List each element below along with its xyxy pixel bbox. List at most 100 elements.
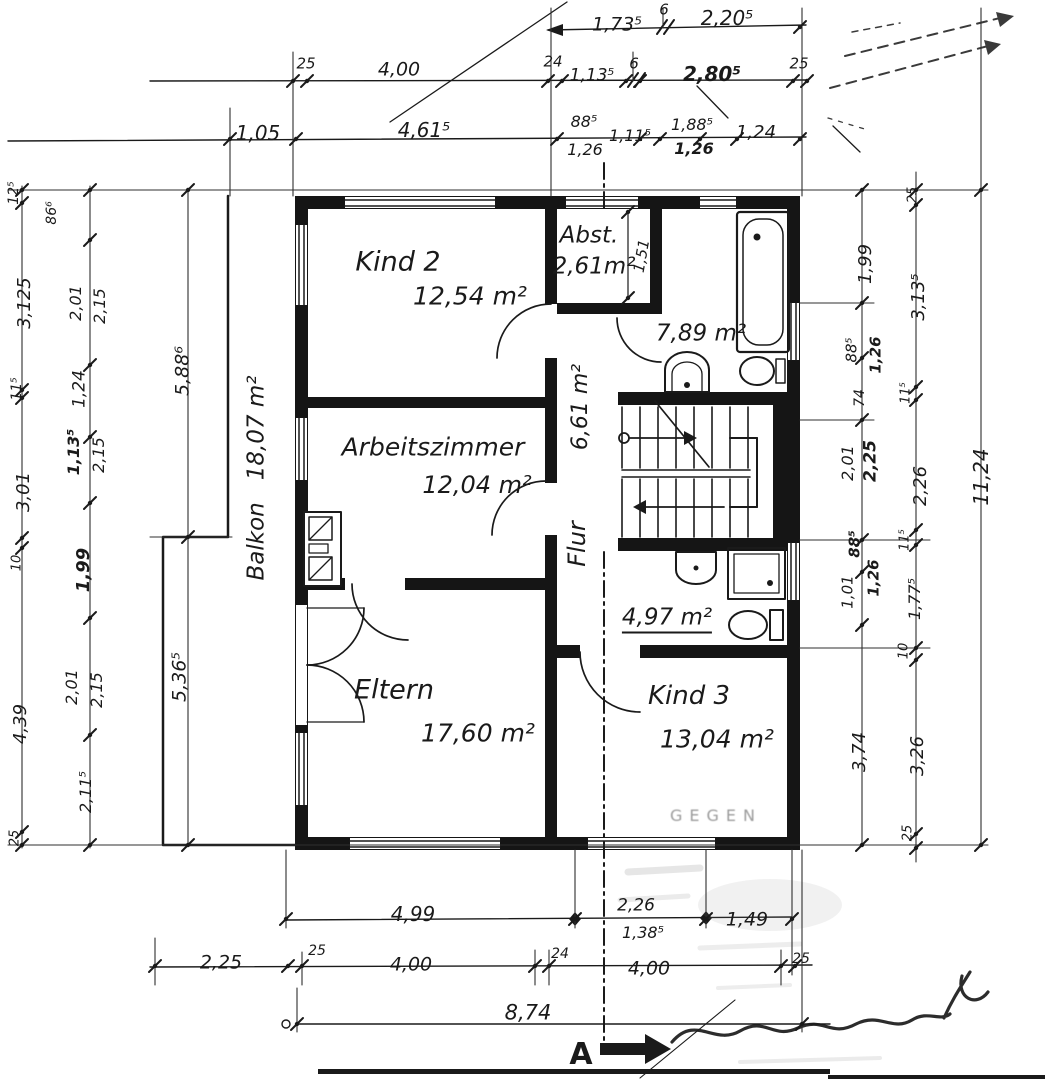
room-area-label: 4,97 m² [621, 606, 713, 634]
dimension-node [19, 545, 25, 551]
dimension-node [797, 136, 803, 142]
dimension-label: 2,15 [90, 288, 109, 324]
dimension-label: 2,01 [62, 669, 81, 705]
dimension-node [19, 187, 25, 193]
dimension-node [152, 963, 158, 969]
sink-wc [675, 551, 717, 585]
room-name-label: Arbeitszimmer [341, 432, 525, 462]
dimension-node [859, 355, 865, 361]
dimension-label: 6 [659, 0, 669, 19]
dimension-label: 10 [896, 642, 912, 660]
dimension-label: 24 [543, 52, 563, 71]
dimension-label: 11,24 [969, 448, 993, 506]
door-arcs [306, 303, 662, 723]
dimension-node [913, 527, 919, 533]
shower [727, 547, 786, 600]
dimension-label: 8,74 [504, 1000, 552, 1025]
dimension-node [572, 916, 578, 922]
dimension-label: 12⁵ [6, 181, 22, 205]
dimension-node [559, 78, 565, 84]
dimension-label: 25 [789, 54, 809, 73]
dimension-node [87, 362, 93, 368]
dimension-label: 88⁵ [570, 112, 598, 131]
dimension-node [19, 829, 25, 835]
dimension-label: 11⁵ [9, 377, 25, 401]
dimension-node [87, 187, 93, 193]
dimension-label: 74 [852, 389, 868, 407]
dimension-node [913, 397, 919, 403]
dimension-label: 1,13⁵ [64, 428, 83, 476]
dimension-label: 2,26 [910, 465, 931, 507]
dimension-node [87, 842, 93, 848]
dimension-node [285, 963, 291, 969]
dimension-node [637, 136, 643, 142]
dimension-node [789, 916, 795, 922]
dimension-label: 1,88⁵ [670, 115, 714, 134]
dimension-label: 2,01 [66, 285, 85, 321]
dimension-node [790, 78, 796, 84]
dimension-node [913, 202, 919, 208]
dimension-node [859, 537, 865, 543]
sketch-arrows [827, 12, 1014, 131]
dimension-label: 1,11⁵ [608, 126, 652, 145]
dimension-label: 25 [792, 951, 810, 967]
dimension-label: 1,99 [73, 547, 94, 593]
dimension-node [703, 916, 709, 922]
dimension-label: 11⁵ [897, 529, 913, 551]
dimension-node [797, 24, 803, 30]
dimension-label: 1,26 [864, 559, 883, 597]
dimension-label: 88⁵ [845, 530, 864, 558]
dimension-node [87, 615, 93, 621]
dimension-label: 25 [308, 943, 326, 959]
dimension-label: 3,26 [907, 735, 928, 777]
signature [670, 970, 990, 1044]
room-name-label: Kind 2 [355, 246, 441, 278]
dimension-label: 1,13⁵ [569, 65, 615, 86]
dimension-node [546, 963, 552, 969]
dimension-label: 5,88⁶ [171, 346, 194, 396]
dimension-label: 1,05 [235, 121, 281, 145]
section-arrow [600, 1034, 671, 1064]
dimension-label: 2,15 [89, 437, 108, 473]
dimension-node [87, 237, 93, 243]
dimension-label: 1,73⁵ [592, 13, 642, 36]
stamp-smudges [617, 864, 882, 1064]
dimension-label: 4,00 [627, 957, 671, 980]
dimension-node [294, 1021, 300, 1027]
dimension-label: 3,13⁵ [908, 273, 929, 321]
dimension-label: 4,61⁵ [397, 118, 451, 142]
room-area-label: 6,61 m² [568, 363, 593, 451]
dimension-node [290, 78, 296, 84]
toilet-wc [728, 609, 784, 641]
dimension-node [299, 963, 305, 969]
dimension-label: 1,99 [855, 243, 876, 285]
dimension-node [623, 78, 629, 84]
chimney [303, 511, 342, 587]
dimension-node [625, 295, 631, 301]
section-marker-label: A [569, 1037, 593, 1072]
dimension-label: 2,25 [199, 951, 243, 974]
room-name-label: Abst. [559, 222, 619, 249]
dimension-label: 2,26 [617, 895, 655, 916]
dimension-label: 4,00 [377, 58, 421, 81]
room-name-label: Eltern [354, 674, 434, 706]
dimension-node [554, 136, 560, 142]
room-area-label: 13,04 m² [660, 724, 774, 754]
dimension-node [778, 963, 784, 969]
room-name-label: Flur [563, 521, 591, 567]
dimension-node [859, 187, 865, 193]
dimension-node [792, 963, 798, 969]
dimension-node [799, 1021, 805, 1027]
dimension-node [227, 136, 233, 142]
dimension-label: 2,11⁵ [76, 770, 95, 814]
dimension-label: 2,15 [87, 672, 106, 708]
room-area-label: 12,54 m² [413, 281, 527, 311]
room-name-label: Kind 3 [647, 681, 731, 711]
dimension-label: 1,38⁵ [621, 923, 665, 942]
dimension-label: 1,77⁵ [905, 577, 924, 621]
dimension-node [913, 845, 919, 851]
dimension-node [913, 384, 919, 390]
dimension-label: 88⁵ [842, 337, 861, 363]
room-name-label: Balkon 18,07 m² [243, 375, 270, 581]
